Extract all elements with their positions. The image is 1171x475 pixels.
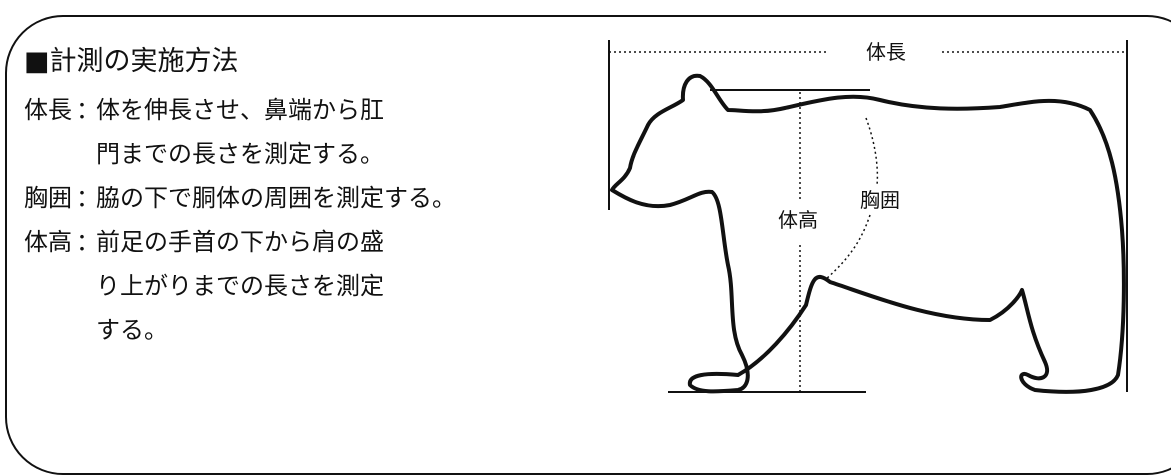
method-item-body-length: 体長 ： 体を伸長させ、鼻端から肛門までの長さを測定する。	[24, 88, 544, 176]
term-separator: ：	[76, 184, 100, 212]
method-item-chest-girth: 胸囲 ： 脇の下で胴体の周囲を測定する。	[24, 176, 544, 220]
term-label: 体高	[24, 228, 72, 256]
method-item-height: 体高 ： 前足の手首の下から肩の盛り上がりまでの長さを測定する。	[24, 220, 544, 352]
chest-girth-label: 胸囲	[860, 188, 900, 212]
method-heading: ■計測の実施方法	[24, 46, 239, 77]
term-separator: ：	[76, 96, 100, 124]
bear-outline	[610, 73, 1126, 394]
term-label: 体長	[24, 96, 72, 124]
chest-girth-curve-upper	[865, 117, 879, 186]
measurement-method-panel: ■計測の実施方法 体長 ： 体を伸長させ、鼻端から肛門までの長さを測定する。 胸…	[24, 42, 544, 352]
term-description: 脇の下で胴体の周囲を測定する。	[96, 184, 456, 212]
height-label: 体高	[778, 208, 818, 232]
term-separator: ：	[76, 228, 100, 256]
bear-measurement-diagram: 体長 体高 胸囲	[608, 40, 1128, 394]
term-description: 前足の手首の下から肩の盛り上がりまでの長さを測定する。	[96, 228, 384, 344]
body-length-label: 体長	[866, 40, 906, 64]
chest-girth-curve-lower	[824, 214, 871, 281]
term-description: 体を伸長させ、鼻端から肛門までの長さを測定する。	[96, 96, 384, 168]
term-label: 胸囲	[24, 184, 72, 212]
